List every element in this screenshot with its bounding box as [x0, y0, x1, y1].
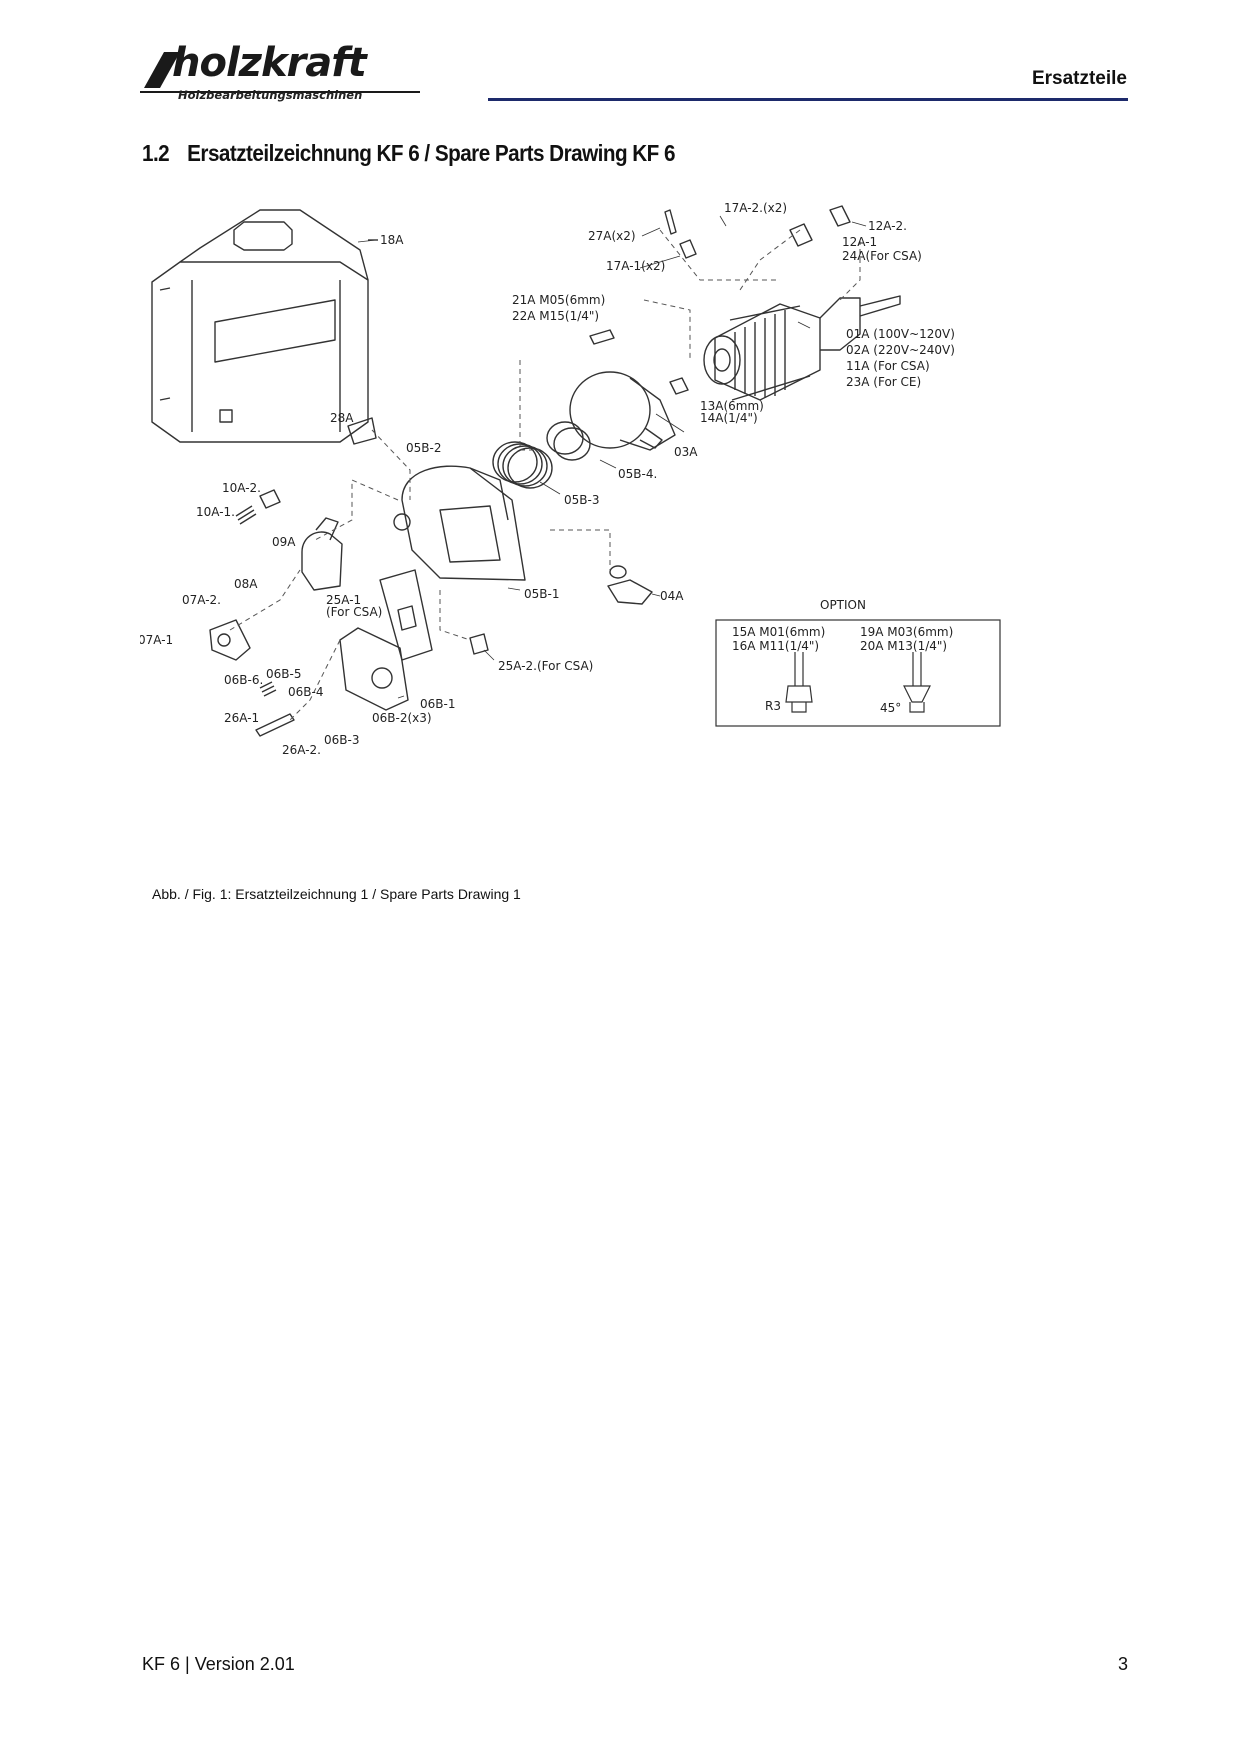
sleeve-part — [829, 205, 851, 227]
label-01a: 01A (100V~120V) — [846, 327, 955, 341]
label-13a: 13A(6mm) — [700, 399, 764, 413]
label-02a: 02A (220V~240V) — [846, 343, 955, 357]
section-number: 1.2 — [142, 140, 170, 166]
option-box: OPTION 15A M01(6mm) 16A M11(1/4") 19A M0… — [715, 598, 1001, 727]
footer-version: KF 6 | Version 2.01 — [142, 1654, 295, 1674]
knob-part — [259, 489, 281, 509]
leader-lines — [229, 229, 861, 721]
label-25a-2: 25A-2.(For CSA) — [498, 659, 593, 673]
nut-part — [679, 239, 697, 259]
label-25a-1: 25A-1 — [326, 593, 361, 607]
collar-part — [789, 223, 813, 247]
holzkraft-logo — [140, 52, 420, 93]
small-block-part — [469, 633, 489, 655]
option-r3: R3 — [765, 699, 781, 713]
label-23a: 23A (For CE) — [846, 375, 921, 389]
label-12a-1: 12A-1 — [842, 235, 877, 249]
option-16a: 16A M11(1/4") — [732, 639, 819, 653]
label-06b-1: 06B-1 — [420, 697, 455, 711]
label-06b-6: 06B-6. — [224, 673, 263, 687]
option-45-degree: 45° — [880, 701, 901, 715]
section-title: Ersatzteilzeichnung KF 6 / Spare Parts D… — [187, 140, 675, 166]
lever-part — [607, 565, 653, 605]
label-21a: 21A M05(6mm) — [512, 293, 605, 307]
header-rule — [488, 98, 1128, 101]
router-bit-45 — [903, 652, 931, 713]
option-20a: 20A M13(1/4") — [860, 639, 947, 653]
dust-spout-part — [347, 417, 377, 445]
label-24a: 24A(For CSA) — [842, 249, 922, 263]
screw-part — [589, 329, 615, 345]
collet-part — [669, 377, 689, 395]
label-28a: 28A — [330, 411, 354, 425]
label-25a-1-for-csa: (For CSA) — [326, 605, 382, 619]
label-08a: 08A — [234, 577, 258, 591]
spring-small-part — [235, 505, 257, 525]
label-17a-1: 17A-1(x2) — [606, 259, 665, 273]
label-06b-3: 06B-3 — [324, 733, 359, 747]
label-06b-2: 06B-2(x3) — [372, 711, 432, 725]
label-06b-4: 06B-4 — [288, 685, 323, 699]
label-18a: 18A — [380, 233, 404, 247]
cover-part — [339, 627, 409, 711]
label-05b-4: 05B-4. — [618, 467, 657, 481]
router-bit-r3 — [785, 652, 813, 713]
housing-cup-part — [569, 371, 676, 451]
motor-unit-part — [703, 295, 901, 401]
spring-part — [492, 441, 553, 489]
label-14a: 14A(1/4") — [700, 411, 758, 425]
option-15a: 15A M01(6mm) — [732, 625, 825, 639]
label-07a-2: 07A-2. — [182, 593, 221, 607]
bolt-part — [664, 209, 677, 235]
label-12a-2: 12A-2. — [868, 219, 907, 233]
label-leaders — [357, 215, 867, 699]
ring-part — [546, 421, 591, 461]
label-17a-2: 17A-2.(x2) — [724, 201, 787, 215]
label-10a-1: 10A-1. — [196, 505, 235, 519]
label-11a: 11A (For CSA) — [846, 359, 930, 373]
label-09a: 09A — [272, 535, 296, 549]
label-26a-2: 26A-2. — [282, 743, 321, 757]
label-03a: 03A — [674, 445, 698, 459]
header-title: Ersatzteile — [1031, 68, 1127, 89]
label-05b-1: 05B-1 — [524, 587, 559, 601]
logo-wordmark: holzkraft — [172, 40, 367, 86]
label-07a-1: 07A-1 — [140, 633, 173, 647]
label-22a: 22A M15(1/4") — [512, 309, 599, 323]
option-title: OPTION — [820, 598, 866, 612]
label-10a-2: 10A-2. — [222, 481, 261, 495]
label-27a: 27A(x2) — [588, 229, 636, 243]
plate-part — [379, 569, 433, 661]
label-26a-1: 26A-1 — [224, 711, 259, 725]
logo-subtitle: Holzbearbeitungsmaschinen — [178, 88, 363, 102]
option-19a: 19A M03(6mm) — [860, 625, 953, 639]
label-04a: 04A — [660, 589, 684, 603]
bracket-part — [301, 517, 343, 591]
figure-caption: Abb. / Fig. 1: Ersatzteilzeichnung 1 / S… — [152, 886, 521, 902]
carrying-case-part — [151, 209, 378, 443]
spare-parts-drawing: 18A 27A(x2) 17A-2.(x2) 17A-1(x2) 12A-2. … — [140, 201, 1001, 757]
spring-06b6-part — [259, 681, 277, 697]
part-labels: 18A 27A(x2) 17A-2.(x2) 17A-1(x2) 12A-2. … — [140, 201, 955, 757]
pin-part — [255, 713, 295, 737]
clamp-part — [209, 619, 251, 661]
label-06b-5: 06B-5 — [266, 667, 301, 681]
base-part — [393, 465, 526, 581]
section-heading: 1.2 Ersatzteilzeichnung KF 6 / Spare Part… — [142, 140, 676, 167]
label-05b-2: 05B-2 — [406, 441, 441, 455]
label-05b-3: 05B-3 — [564, 493, 599, 507]
page-number: 3 — [1117, 1654, 1128, 1674]
